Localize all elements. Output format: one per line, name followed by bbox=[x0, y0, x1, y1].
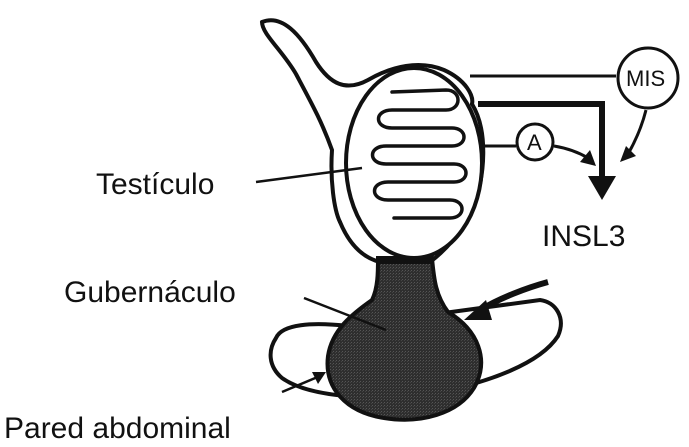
androgen-label: A bbox=[527, 130, 542, 155]
testis-label: Testículo bbox=[96, 168, 214, 201]
mis-arrowhead bbox=[620, 146, 636, 162]
abdominal-wall-label: Pared abdominal bbox=[4, 412, 231, 445]
androgen-to-insl3-arrow bbox=[554, 146, 588, 158]
mis-label: MIS bbox=[626, 66, 665, 91]
mis-to-insl3-arrow bbox=[628, 110, 646, 154]
androgen-arrowhead bbox=[580, 150, 596, 166]
gubernaculum-label: Gubernáculo bbox=[64, 276, 236, 309]
insl3-label: INSL3 bbox=[542, 220, 625, 253]
testis-to-insl3-arrowhead bbox=[588, 176, 616, 200]
gubernaculum-shape bbox=[328, 258, 482, 420]
